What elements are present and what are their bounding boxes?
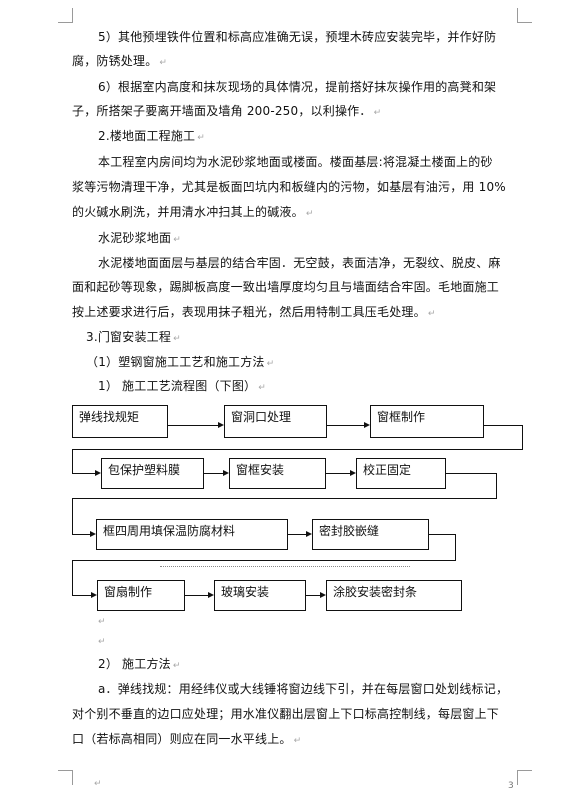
paragraph-line: 6）根据室内高度和抹灰现场的具体情况，提前搭好抹灰操作用的高凳和架 [98, 80, 497, 94]
connector-line [72, 560, 73, 596]
arrow-head [218, 422, 224, 428]
arrow-head [320, 592, 326, 598]
flow-step-box: 窗框安装 [229, 458, 326, 489]
paragraph-mark: ↵ [427, 309, 436, 319]
flow-step-box: 弹线找规矩 [72, 405, 168, 438]
paragraph-mark: ↵ [173, 334, 181, 344]
subheading: （1）塑钢窗施工工艺和施工方法↵ [86, 355, 275, 369]
empty-paragraph: ↵ [96, 630, 126, 652]
paragraph-line: 口（若标高相同）则应在同一水平线上。↵ [72, 732, 302, 746]
connector-line [288, 534, 306, 535]
connector-line [168, 425, 218, 426]
paragraph-line: 的火碱水刷洗，并用清水冲扫其上的碱液。↵ [72, 205, 314, 219]
paragraph-line: 水泥楼地面面层与基层的结合牢固．无空鼓，表面洁净，无裂纹、脱皮、麻 [98, 256, 501, 270]
subheading: 1） 施工工艺流程图（下图）↵ [98, 379, 267, 393]
connector-line [522, 425, 523, 450]
paragraph-mark: ↵ [266, 359, 275, 369]
flow-step-box: 玻璃安装 [214, 580, 306, 611]
connector-line [72, 449, 523, 450]
connector-line [306, 595, 320, 596]
connector-line [446, 473, 497, 474]
arrow-head [364, 422, 370, 428]
subheading: 水泥砂浆地面↵ [98, 231, 181, 245]
arrow-head [208, 592, 214, 598]
crop-mark-bottom-left [58, 770, 73, 785]
subheading: 2） 施工方法↵ [98, 657, 181, 671]
connector-line [496, 473, 497, 499]
connector-line [185, 595, 208, 596]
flow-step-box: 框四周用填保温防腐材料 [96, 519, 288, 550]
connector-line [72, 473, 95, 474]
flow-step-box: 密封胶嵌缝 [312, 519, 429, 550]
paragraph-mark: ↵ [98, 637, 106, 647]
flow-step-box: 包保护塑料膜 [101, 458, 204, 489]
paragraph-line: 面和起砂等现象，踢脚板高度一致出墙厚度均匀且与墙面结合牢固。毛地面施工 [72, 280, 500, 294]
paragraph-mark: ↵ [305, 209, 314, 219]
flow-step-box: 窗框制作 [370, 405, 484, 438]
paragraph-mark: ↵ [197, 133, 205, 143]
flow-step-box: 校正固定 [356, 458, 446, 489]
page-number: 3 [508, 781, 514, 791]
section-heading: 3.门窗安装工程↵ [86, 330, 181, 344]
arrow-head [91, 592, 97, 598]
arrow-head [95, 470, 101, 476]
crop-mark-top-right [517, 8, 532, 23]
arrow-head [223, 470, 229, 476]
paragraph-line: a．弹线找规：用经纬仪或大线锤将窗边线下引，并在每层窗口处划线标记， [98, 682, 509, 696]
connector-line [72, 449, 73, 473]
connector-line [327, 425, 364, 426]
paragraph-line: 子，所搭架子要离开墙面及墙角 200-250，以利操作．↵ [72, 104, 382, 118]
connector-line [72, 498, 73, 535]
flow-step-box: 涂胶安装密封条 [326, 580, 462, 611]
arrow-head [350, 470, 356, 476]
connector-line [204, 473, 223, 474]
paragraph-line: 5）其他预埋铁件位置和标高应准确无误，预埋木砖应安装完毕，并作好防 [98, 30, 497, 44]
connector-line [72, 498, 497, 499]
paragraph-line: 按上述要求进行后，表现用抹子粗光，然后用特制工具压毛处理。↵ [72, 305, 436, 319]
connector-line [72, 560, 456, 561]
paragraph-mark: ↵ [98, 617, 106, 627]
paragraph-line: 对个别不垂直的边口应处理；用水准仪翻出层窗上下口标高控制线，每层窗上下 [72, 707, 500, 721]
crop-mark-bottom-right [517, 770, 532, 785]
paragraph-mark: ↵ [172, 661, 181, 671]
connector-line [484, 425, 523, 426]
crop-mark-top-left [58, 8, 73, 23]
connector-line [72, 595, 91, 596]
paragraph-mark: ↵ [159, 58, 168, 68]
paragraph-line: 本工程室内房间均为水泥砂浆地面或楼面。楼面基层:将混凝土楼面上的砂 [98, 155, 493, 169]
flow-step-box: 窗洞口处理 [224, 405, 327, 438]
connector-line [72, 534, 90, 535]
paragraph-mark: ↵ [293, 736, 302, 746]
connector-line [429, 534, 456, 535]
paragraph-mark: ↵ [373, 108, 382, 118]
arrow-head [306, 531, 312, 537]
dotted-guide-line [160, 566, 410, 567]
paragraph-line: 腐，防锈处理。↵ [72, 54, 168, 68]
empty-paragraph: ↵ [96, 610, 126, 632]
flow-step-box: 窗扇制作 [97, 580, 185, 611]
paragraph-mark: ↵ [94, 779, 102, 789]
paragraph-line: 浆等污物清理干净，尤其是板面凹坑内和板缝内的污物，如基层有油污，用 10% [72, 180, 506, 194]
section-heading: 2.楼地面工程施工↵ [98, 129, 205, 143]
paragraph-mark: ↵ [258, 383, 267, 393]
connector-line [455, 534, 456, 561]
connector-line [326, 473, 350, 474]
arrow-head [90, 531, 96, 537]
empty-paragraph: ↵ [92, 772, 122, 794]
paragraph-mark: ↵ [173, 235, 181, 245]
